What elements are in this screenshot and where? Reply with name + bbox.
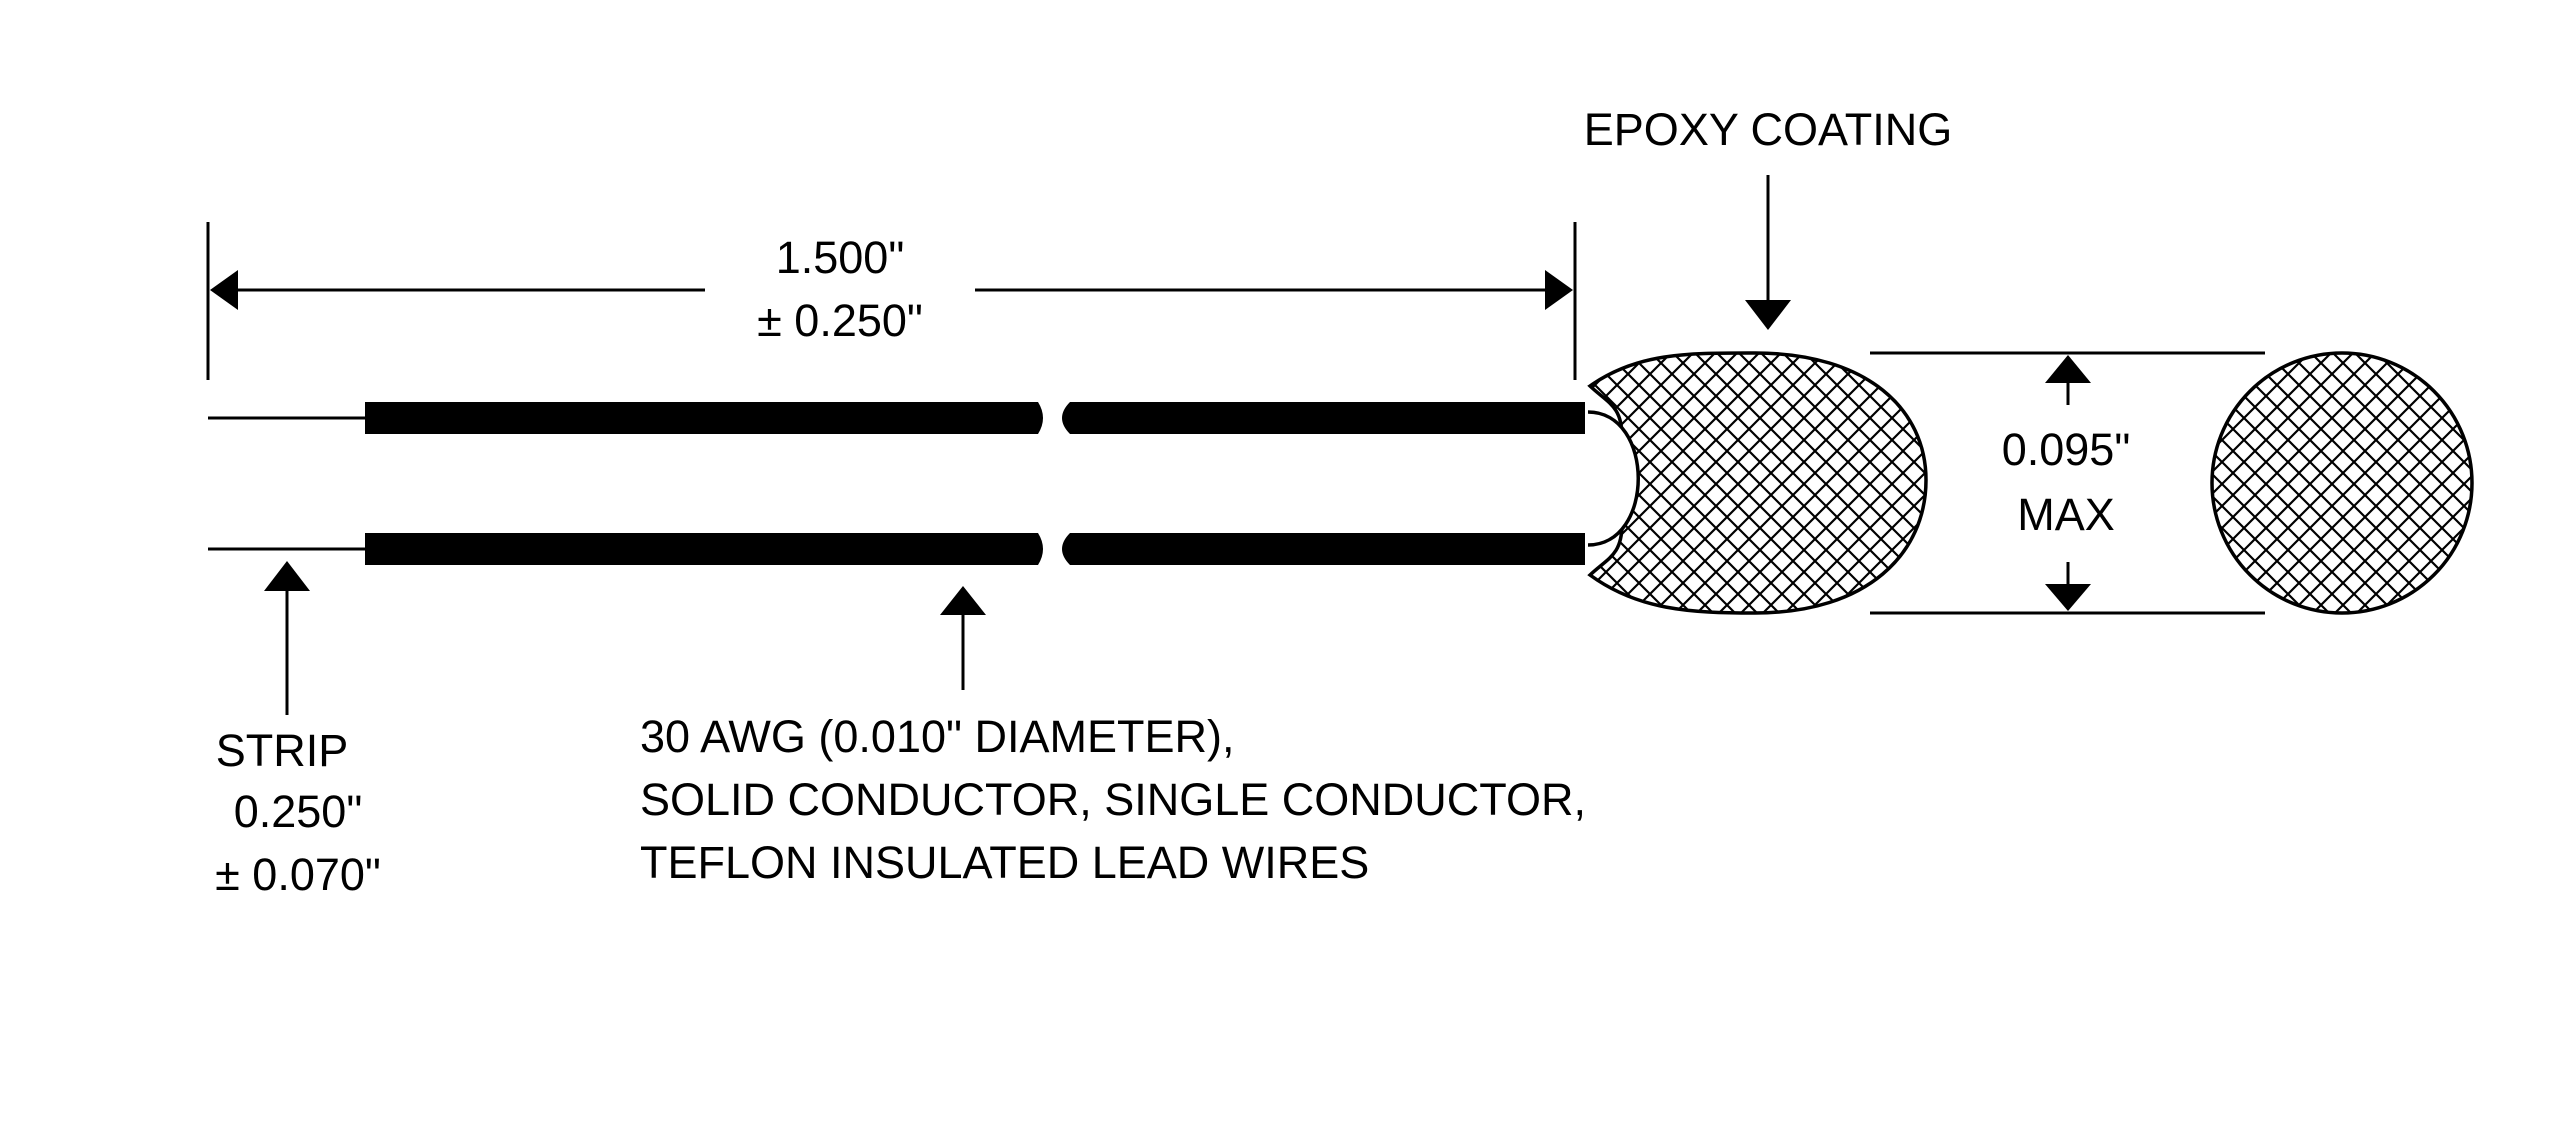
strip-value-label: 0.250" [234, 786, 363, 837]
wire-notch [1587, 410, 1640, 547]
top-wire-insulation-right [1070, 402, 1585, 434]
length-dimension: 1.500" ± 0.250" [206, 222, 1577, 380]
top-wire-insulation-left [365, 402, 1038, 434]
bottom-wire-break-right [1062, 533, 1070, 565]
top-wire-break-left [1038, 402, 1043, 434]
bottom-wire-insulation-right [1070, 533, 1585, 565]
top-wire-break-right [1062, 402, 1070, 434]
epoxy-arrowhead [1745, 300, 1791, 330]
diameter-arrowhead-top [2045, 355, 2091, 383]
wire-spec-arrowhead [940, 586, 986, 615]
length-tolerance-label: ± 0.250" [757, 295, 923, 346]
strip-callout: STRIP 0.250" ± 0.070" [215, 561, 381, 900]
epoxy-coating-label: EPOXY COATING [1584, 104, 1952, 155]
wire-spec-line-1: 30 AWG (0.010" DIAMETER), [640, 711, 1234, 762]
bottom-wire-break-left [1038, 533, 1043, 565]
length-value-label: 1.500" [776, 232, 905, 283]
strip-title-label: STRIP [216, 725, 349, 776]
wire-spec-line-3: TEFLON INSULATED LEAD WIRES [640, 837, 1369, 888]
diameter-value-label: 0.095" [2002, 424, 2131, 475]
length-arrowhead-right [1545, 270, 1573, 310]
wire-spec-line-2: SOLID CONDUCTOR, SINGLE CONDUCTOR, [640, 774, 1586, 825]
strip-tolerance-label: ± 0.070" [215, 849, 381, 900]
epoxy-bead-side-view [1587, 351, 1928, 615]
epoxy-bead-body [1587, 351, 1928, 615]
strip-arrowhead [264, 561, 310, 591]
epoxy-bead-end-view [2210, 351, 2474, 615]
wire-spec-callout: 30 AWG (0.010" DIAMETER), SOLID CONDUCTO… [640, 586, 1586, 888]
diameter-arrowhead-bottom [2045, 584, 2091, 611]
bottom-wire-insulation-left [365, 533, 1038, 565]
lead-wires [208, 402, 1585, 565]
length-arrowhead-left [210, 270, 238, 310]
epoxy-coating-callout: EPOXY COATING [1584, 104, 1952, 330]
diameter-dimension: 0.095" MAX [1870, 351, 2265, 615]
diameter-qualifier-label: MAX [2017, 489, 2115, 540]
